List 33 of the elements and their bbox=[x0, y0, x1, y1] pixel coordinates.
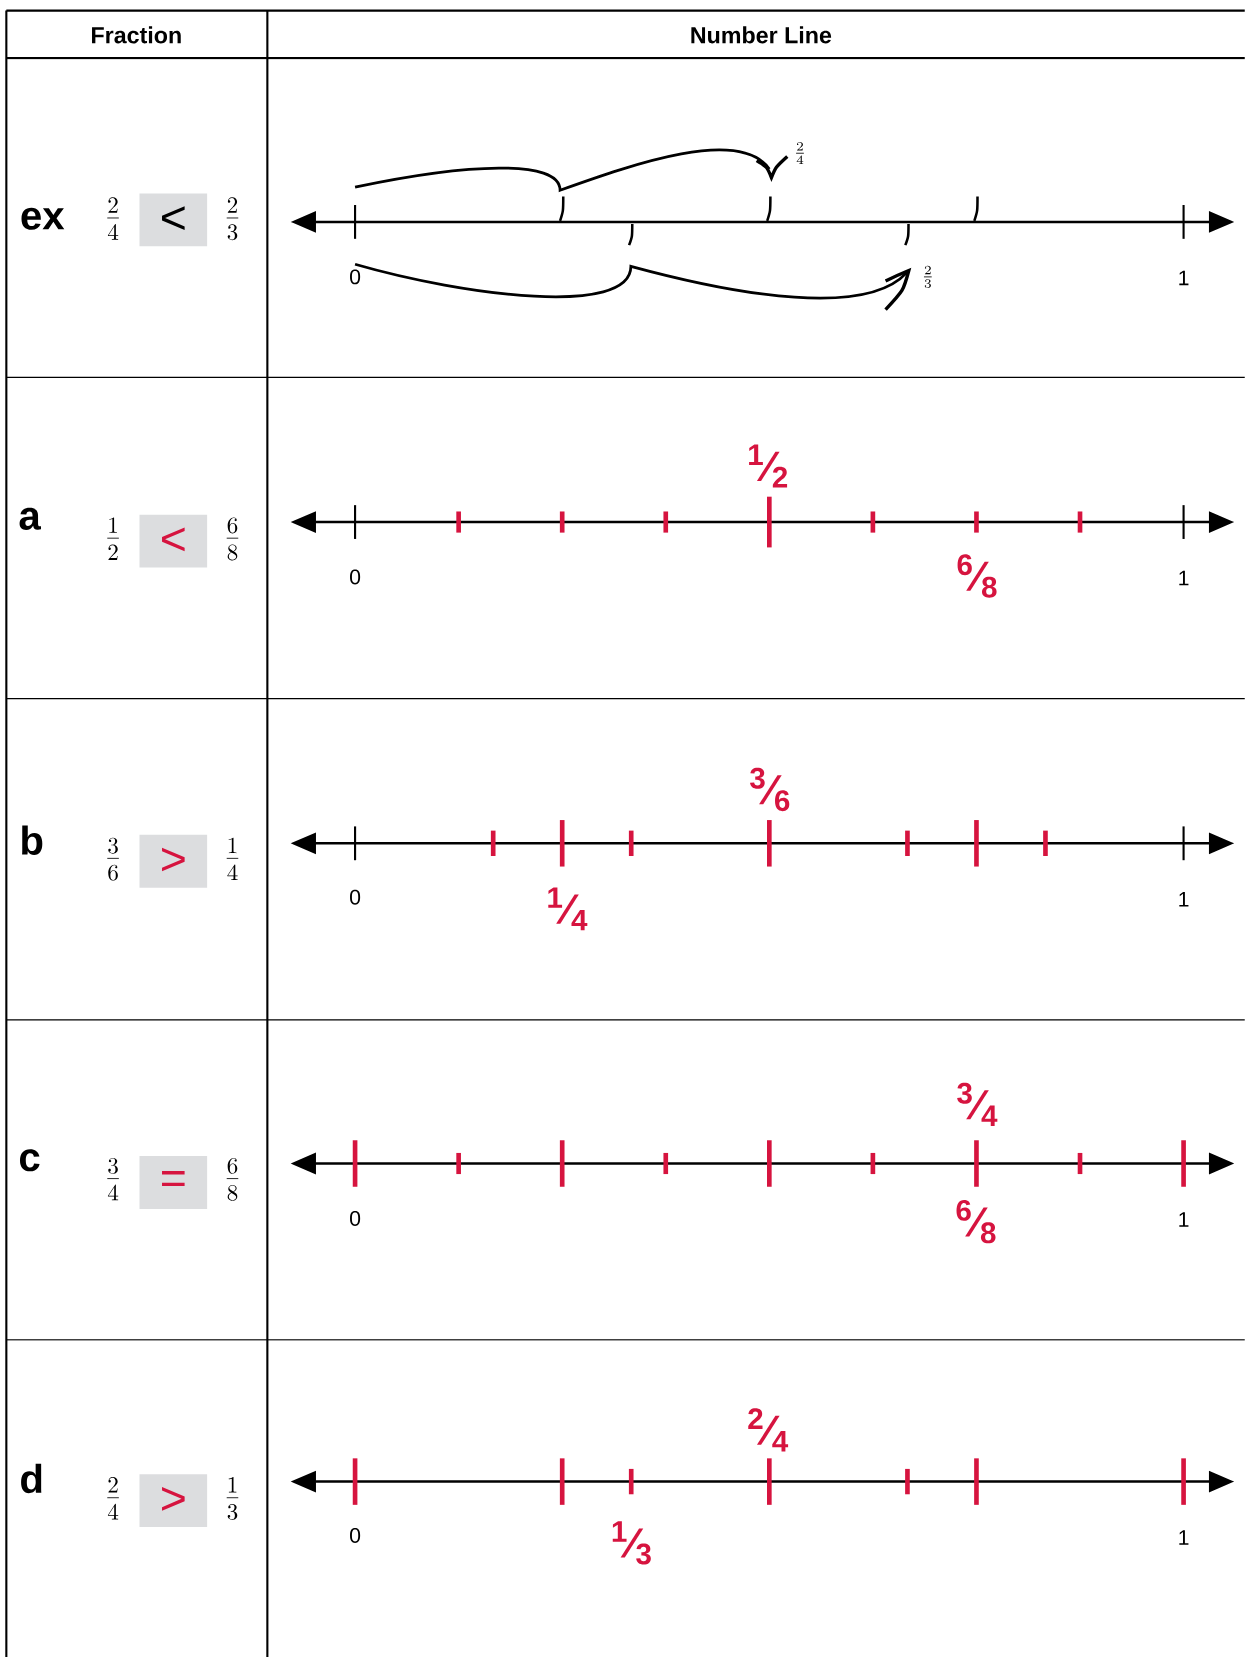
tick-label: 0 bbox=[350, 1211, 361, 1226]
comparison-box: < bbox=[139, 193, 208, 247]
fraction: $\frac{2}{3}$ bbox=[226, 197, 239, 241]
fraction-label: $^{1}$⁄$_{3}$ bbox=[612, 1521, 651, 1565]
row-label: d bbox=[21, 1463, 42, 1494]
fraction-label: $^{3}$⁄$_{6}$ bbox=[750, 767, 790, 812]
fraction: $\frac{2}{4}$ bbox=[796, 142, 804, 165]
tick-label: 1 bbox=[1179, 892, 1189, 907]
row-label: ex bbox=[21, 207, 65, 230]
fraction: $\frac{2}{3}$ bbox=[924, 265, 932, 288]
comparison-box: = bbox=[139, 1156, 208, 1209]
tick-label: 0 bbox=[350, 269, 361, 285]
row-label: c bbox=[20, 1149, 40, 1172]
row-label: b bbox=[22, 825, 43, 855]
fraction-label: $^{2}$⁄$_{4}$ bbox=[748, 1408, 789, 1452]
tick-label: 1 bbox=[1179, 1530, 1189, 1545]
fraction-label: $^{6}$⁄$_{8}$ bbox=[957, 554, 997, 598]
comparison-box: < bbox=[139, 514, 208, 568]
fraction-label: $^{6}$⁄$_{8}$ bbox=[956, 1199, 996, 1244]
column-header: Number Line bbox=[691, 26, 832, 44]
tick-label: 0 bbox=[350, 569, 361, 585]
comparison-box: > bbox=[139, 834, 208, 888]
fraction-label: $^{3}$⁄$_{4}$ bbox=[957, 1082, 998, 1126]
tick-label: 0 bbox=[350, 889, 361, 905]
tick-label: 1 bbox=[1179, 270, 1189, 286]
fraction-label: $^{1}$⁄$_{2}$ bbox=[749, 444, 788, 488]
column-header: Fraction bbox=[92, 26, 181, 44]
tick-label: 1 bbox=[1179, 1212, 1189, 1227]
tick-label: 0 bbox=[350, 1528, 361, 1543]
tick-label: 1 bbox=[1179, 570, 1189, 586]
comparison-box: > bbox=[139, 1474, 208, 1528]
fraction-label: $^{1}$⁄$_{4}$ bbox=[548, 887, 588, 931]
row-label: a bbox=[19, 507, 42, 530]
